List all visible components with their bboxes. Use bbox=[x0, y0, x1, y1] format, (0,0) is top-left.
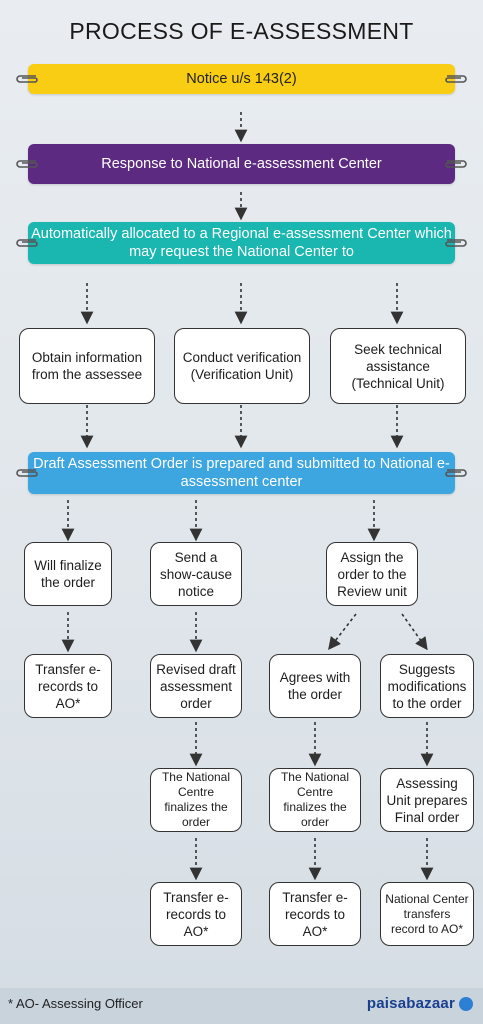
conduct-verification-box: Conduct verification (Verification Unit) bbox=[174, 328, 310, 404]
draft-order-banner: Draft Assessment Order is prepared and s… bbox=[28, 452, 455, 494]
paperclip-icon bbox=[16, 160, 38, 168]
paperclip-icon bbox=[16, 469, 38, 477]
obtain-information-box: Obtain information from the assessee bbox=[19, 328, 155, 404]
national-centre-finalizes-box: The National Centre finalizes the order bbox=[150, 768, 242, 832]
footer-bar bbox=[0, 988, 483, 1024]
response-banner: Response to National e-assessment Center bbox=[28, 144, 455, 184]
paperclip-icon bbox=[445, 239, 467, 247]
allocated-banner: Automatically allocated to a Regional e-… bbox=[28, 222, 455, 264]
brand-logo-icon bbox=[459, 997, 473, 1011]
revised-draft-box: Revised draft assessment order bbox=[150, 654, 242, 718]
suggests-modifications-box: Suggests modifications to the order bbox=[380, 654, 474, 718]
page-title: PROCESS OF E-ASSESSMENT bbox=[69, 18, 414, 44]
transfer-records-box: Transfer e-records to AO* bbox=[150, 882, 242, 946]
transfer-records-box: Transfer e-records to AO* bbox=[24, 654, 112, 718]
national-center-transfers-box: National Center transfers record to AO* bbox=[380, 882, 474, 946]
paperclip-icon bbox=[445, 469, 467, 477]
show-cause-notice-box: Send a show-cause notice bbox=[150, 542, 242, 606]
paperclip-icon bbox=[16, 239, 38, 247]
footnote: * AO- Assessing Officer bbox=[8, 996, 143, 1011]
paperclip-icon bbox=[445, 160, 467, 168]
transfer-records-box: Transfer e-records to AO* bbox=[269, 882, 361, 946]
national-centre-finalizes-box: The National Centre finalizes the order bbox=[269, 768, 361, 832]
paperclip-icon bbox=[445, 75, 467, 83]
brand-logo: paisabazaar bbox=[366, 995, 455, 1012]
seek-technical-assistance-box: Seek technical assistance (Technical Uni… bbox=[330, 328, 466, 404]
notice-banner: Notice u/s 143(2) bbox=[28, 64, 455, 94]
agrees-with-order-box: Agrees with the order bbox=[269, 654, 361, 718]
paperclip-icon bbox=[16, 75, 38, 83]
assessing-unit-prepares-box: Assessing Unit prepares Final order bbox=[380, 768, 474, 832]
assign-review-unit-box: Assign the order to the Review unit bbox=[326, 542, 418, 606]
will-finalize-box: Will finalize the order bbox=[24, 542, 112, 606]
